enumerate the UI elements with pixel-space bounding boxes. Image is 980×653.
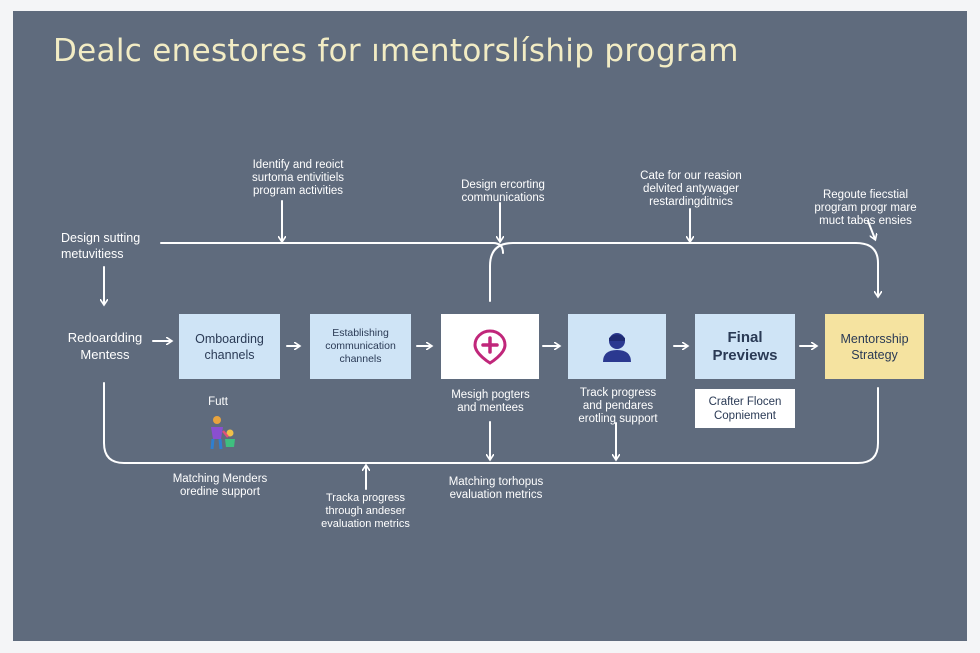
box-person (568, 314, 666, 379)
diagram-canvas: Dealc enestores for ımentorslíship progr… (13, 11, 967, 641)
box-establishing-communication: Establishing communication channels (310, 314, 411, 379)
note-regoute: Regoute fiecstial program progr mare muc… (814, 189, 917, 227)
connector-lines (13, 200, 967, 490)
note-track-support: Track progress and pendares erotling sup… (578, 387, 658, 425)
arrow-regoute (867, 220, 875, 239)
note-matching-torhopus: Matching torhopus evaluation metrics (448, 476, 544, 501)
box-crafter-flocen: Crafter Flocen Copniement (695, 389, 795, 428)
diagram-title: Dealc enestores for ımentorslíship progr… (53, 33, 739, 69)
note-design-sutting: Design sutting metuvitiess (61, 231, 141, 261)
box-final-previews: Final Previews (695, 314, 795, 379)
note-tracka: Tracka progress through andeser evaluati… (321, 492, 410, 530)
bottom-loop (103, 382, 879, 464)
box-mentorship-strategy: Mentorsship Strategy (825, 314, 924, 379)
note-identify: Identify and reoict surtoma entivitiels … (251, 159, 345, 197)
note-cate: Cate for our reasion delvited antywager … (640, 170, 742, 208)
upper-bracket (489, 242, 878, 302)
note-mesigh: Mesigh pogters and mentees (451, 389, 530, 414)
note-design-communications: Design ercorting communications (461, 179, 545, 204)
box-plus-pin (441, 314, 539, 379)
person-avatar-icon (603, 332, 631, 362)
plus-pin-icon (473, 328, 507, 365)
note-matching-menders: Matching Menders oredine support (172, 473, 268, 498)
top-rail (160, 242, 504, 254)
people-icon (210, 416, 235, 450)
start-label: Redoardding Mentess (67, 330, 143, 362)
box-onboarding-channels: Omboarding channels (179, 314, 280, 379)
note-futt: Futt (208, 396, 228, 408)
